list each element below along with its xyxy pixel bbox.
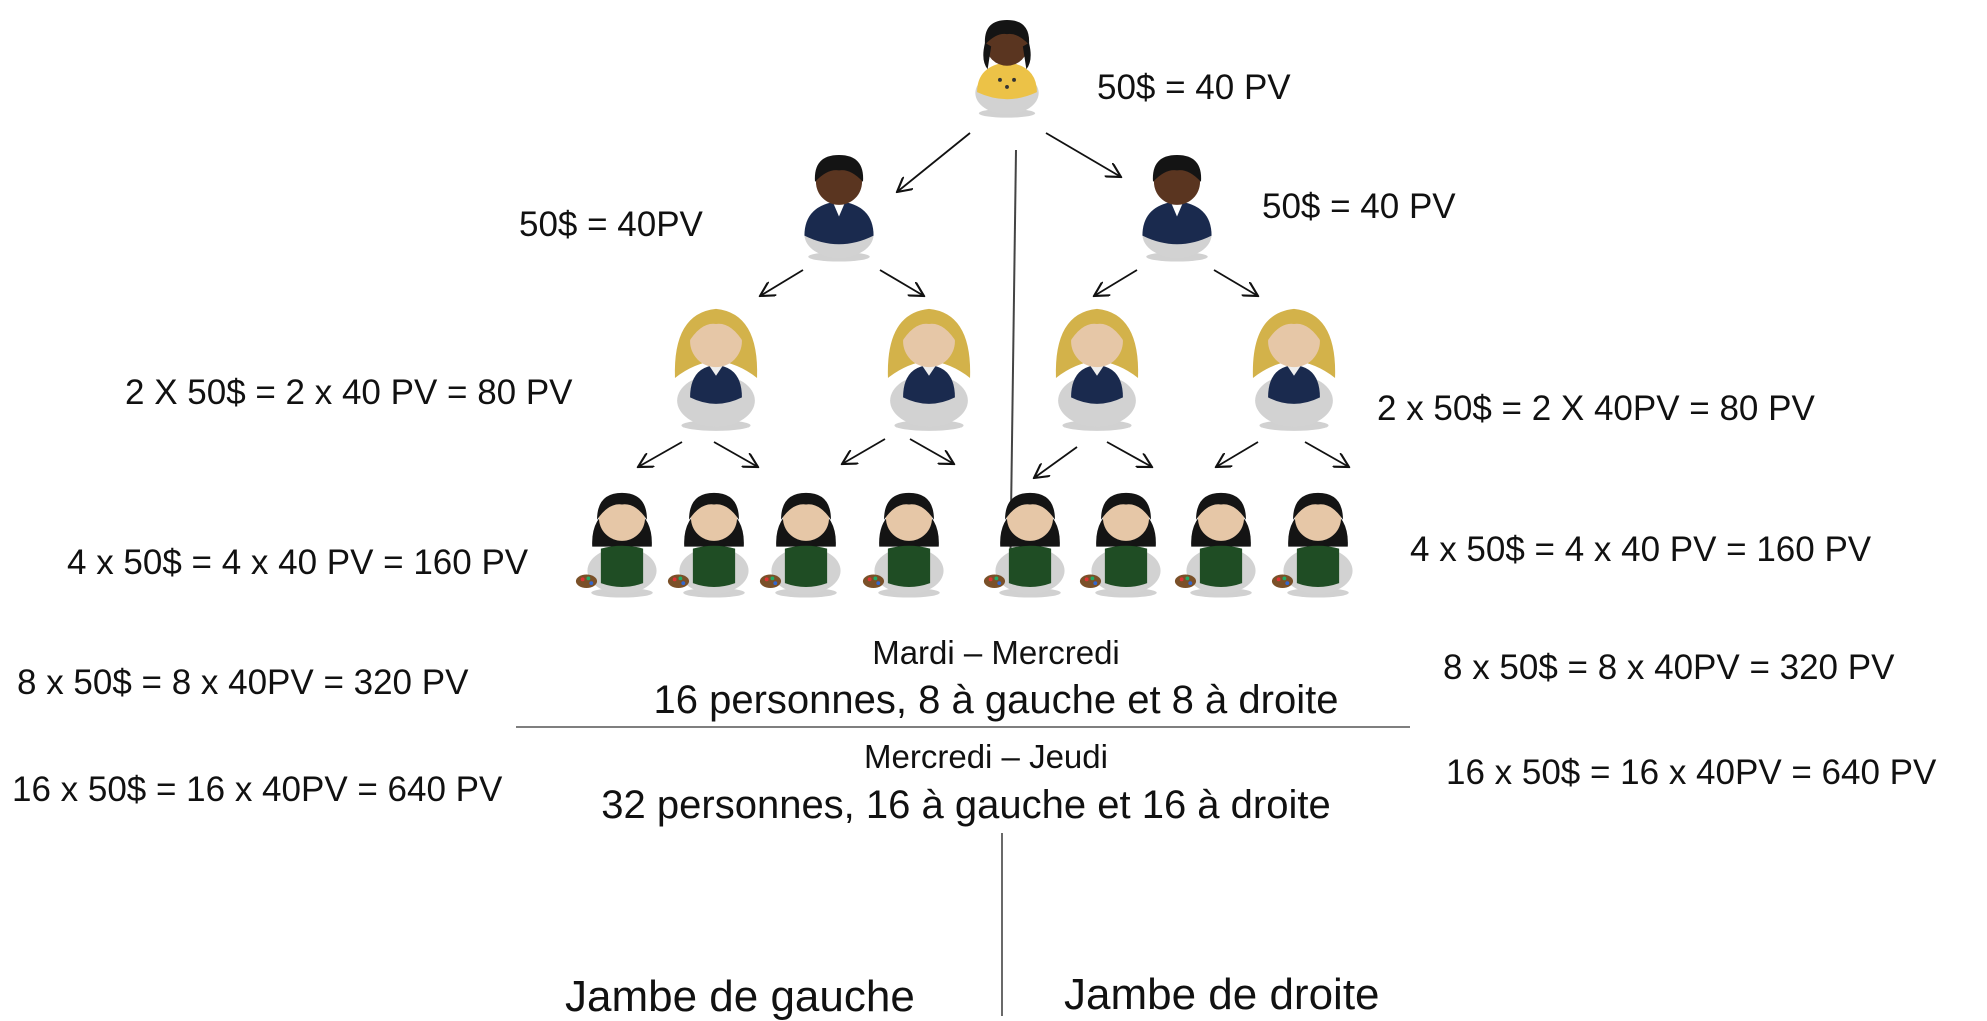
level3-left-label: 4 x 50$ = 4 x 40 PV = 160 PV <box>67 543 529 582</box>
arrow <box>1216 441 1259 467</box>
level3-person-icon <box>1079 492 1161 598</box>
arrow <box>1045 132 1121 177</box>
arrow <box>1094 269 1138 296</box>
level2-left-label: 2 X 50$ = 2 x 40 PV = 80 PV <box>125 373 573 412</box>
arrow <box>897 132 971 192</box>
left-leg-label: Jambe de gauche <box>565 972 915 1021</box>
level2-person-icon <box>887 308 971 431</box>
level1-person-icon <box>804 155 874 262</box>
level3-person-icon <box>575 492 657 598</box>
level2-person-icon <box>1252 308 1336 431</box>
arrow <box>713 441 758 467</box>
period1-days: Mardi – Mercredi <box>872 634 1120 671</box>
arrow <box>1213 269 1258 296</box>
arrow <box>842 438 886 464</box>
root-person-icon <box>975 20 1039 118</box>
period1-summary: 16 personnes, 8 à gauche et 8 à droite <box>653 678 1339 722</box>
level4-left-label: 8 x 50$ = 8 x 40PV = 320 PV <box>17 663 469 702</box>
level3-person-icon <box>667 492 749 598</box>
level1-person-icon <box>1142 155 1212 262</box>
level2-person-icon <box>674 308 758 431</box>
arrow <box>1106 441 1152 467</box>
right-leg-label: Jambe de droite <box>1064 970 1380 1019</box>
arrow <box>879 269 924 296</box>
level4-right-label: 8 x 50$ = 8 x 40PV = 320 PV <box>1443 648 1895 687</box>
level2-person-icon <box>1055 308 1139 431</box>
level3-right-label: 4 x 50$ = 4 x 40 PV = 160 PV <box>1410 530 1872 569</box>
tree-arrows <box>638 132 1349 478</box>
level3-person-icon <box>759 492 841 598</box>
level2-right-label: 2 x 50$ = 2 X 40PV = 80 PV <box>1377 389 1815 428</box>
level5-left-label: 16 x 50$ = 16 x 40PV = 640 PV <box>12 770 503 809</box>
arrow <box>1304 441 1349 467</box>
level1-left-label: 50$ = 40PV <box>519 205 703 244</box>
level5-right-label: 16 x 50$ = 16 x 40PV = 640 PV <box>1446 753 1937 792</box>
arrow <box>760 269 804 296</box>
level3-person-icon <box>862 492 944 598</box>
arrow <box>1034 446 1078 478</box>
level1-right-label: 50$ = 40 PV <box>1262 187 1456 226</box>
level3-person-icon <box>1271 492 1353 598</box>
period2-summary: 32 personnes, 16 à gauche et 16 à droite <box>601 783 1331 827</box>
arrow <box>638 441 683 467</box>
level3-person-icon <box>983 492 1065 598</box>
arrow <box>909 438 954 464</box>
level3-person-icon <box>1174 492 1256 598</box>
period2-days: Mercredi – Jeudi <box>864 738 1108 775</box>
root-label: 50$ = 40 PV <box>1097 68 1291 107</box>
